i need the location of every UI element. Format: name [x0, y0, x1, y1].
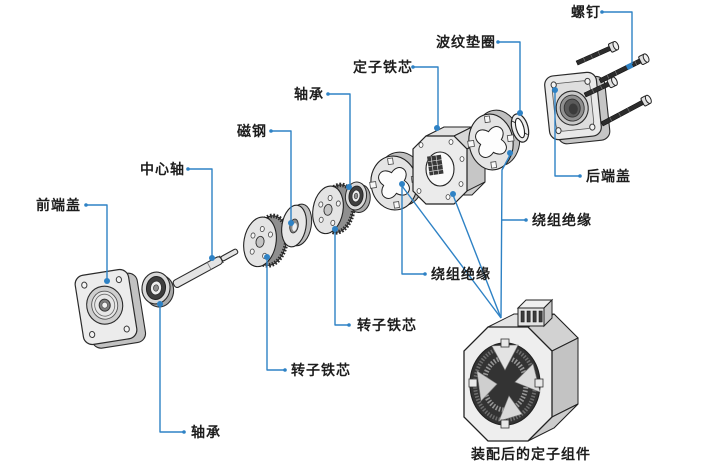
caption-assembled-stator: 装配后的定子组件 [471, 447, 591, 463]
front-end-cover-part [74, 268, 147, 349]
label-stator-core: 定子铁芯 [353, 60, 413, 76]
connector-part [516, 298, 554, 328]
magnet-part [281, 203, 313, 248]
screw-3-part [583, 76, 618, 98]
label-rear-end-cover: 后端盖 [586, 169, 631, 185]
label-center-shaft: 中心轴 [140, 162, 185, 178]
screw-4-part [600, 94, 652, 127]
leader-label-dots [84, 10, 604, 434]
label-bearing-top: 轴承 [294, 87, 324, 103]
label-wave-washer: 波纹垫圈 [436, 35, 496, 51]
leader-part-dots [104, 87, 558, 307]
center-shaft-part [172, 248, 239, 288]
screw-leader-mark [625, 62, 634, 70]
front-bearing-part [141, 271, 175, 308]
label-screw: 螺钉 [571, 5, 601, 21]
rear-bearing-part [344, 181, 371, 213]
screw-1-part [575, 40, 620, 66]
label-winding-insulation-mid: 绕组绝缘 [431, 267, 491, 283]
label-front-end-cover: 前端盖 [36, 198, 81, 214]
screw-2-part [598, 53, 650, 84]
label-rotor-core-mid: 转子铁芯 [357, 318, 417, 334]
label-bearing-bottom: 轴承 [191, 425, 221, 441]
label-winding-insulation-right: 绕组绝缘 [532, 213, 592, 229]
label-magnet: 磁钢 [237, 124, 267, 140]
wave-washer-part [510, 113, 530, 143]
rear-end-cover-part [544, 71, 611, 145]
label-rotor-core-left: 转子铁芯 [291, 363, 351, 379]
assembled-stator-part [463, 298, 579, 442]
leader-lines [86, 11, 633, 433]
